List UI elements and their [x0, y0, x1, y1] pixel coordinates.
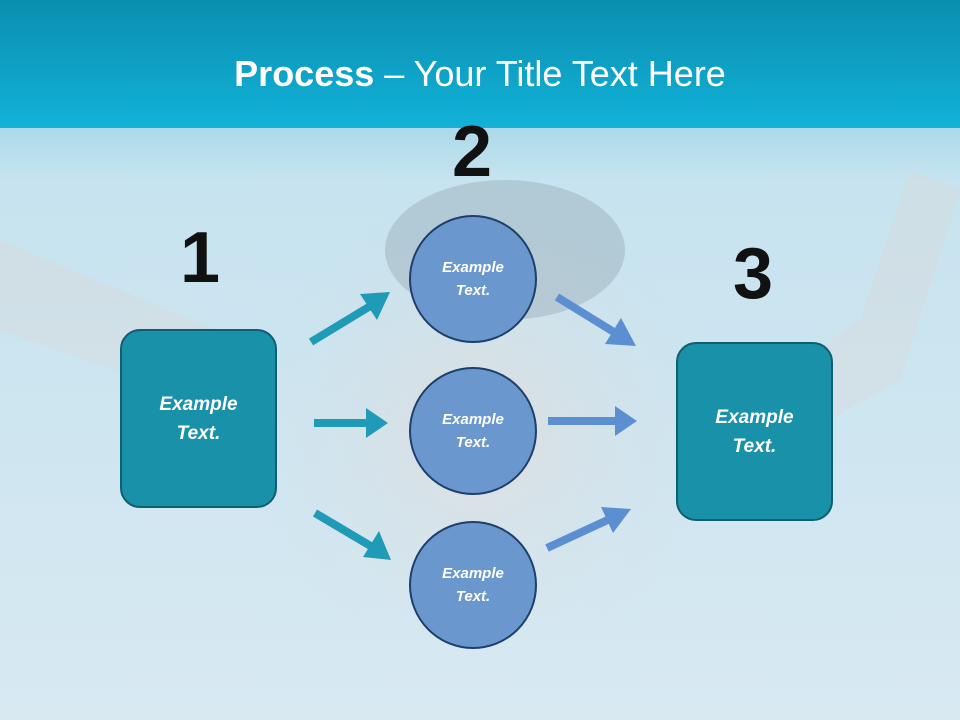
title-bold: Process [234, 53, 375, 94]
arrow-in-top [308, 292, 390, 346]
step-number-1: 1 [179, 218, 221, 298]
arrow-in-middle [314, 408, 388, 438]
circle-top-line1: Example [442, 259, 504, 276]
arrow-out-middle [548, 406, 637, 436]
circle-top-line2: Text. [455, 282, 491, 299]
title-rest: – Your Title Text Here [374, 53, 726, 94]
arrow-out-top [554, 293, 636, 346]
circle-middle-line2: Text. [455, 434, 491, 451]
left-box-line1: Example [159, 393, 238, 415]
step-number-2: 2 [451, 112, 493, 192]
circle-middle-line1: Example [442, 411, 504, 428]
slide-title: Process – Your Title Text Here [0, 52, 960, 96]
arrow-in-bottom [312, 509, 391, 560]
left-box-line2: Text. [176, 422, 221, 444]
right-box-line1: Example [715, 406, 794, 428]
step-number-3: 3 [732, 234, 774, 314]
arrow-out-bottom [545, 507, 631, 552]
right-box-line2: Text. [732, 435, 777, 457]
circle-bottom-line1: Example [442, 565, 504, 582]
circle-bottom-line2: Text. [455, 588, 491, 605]
